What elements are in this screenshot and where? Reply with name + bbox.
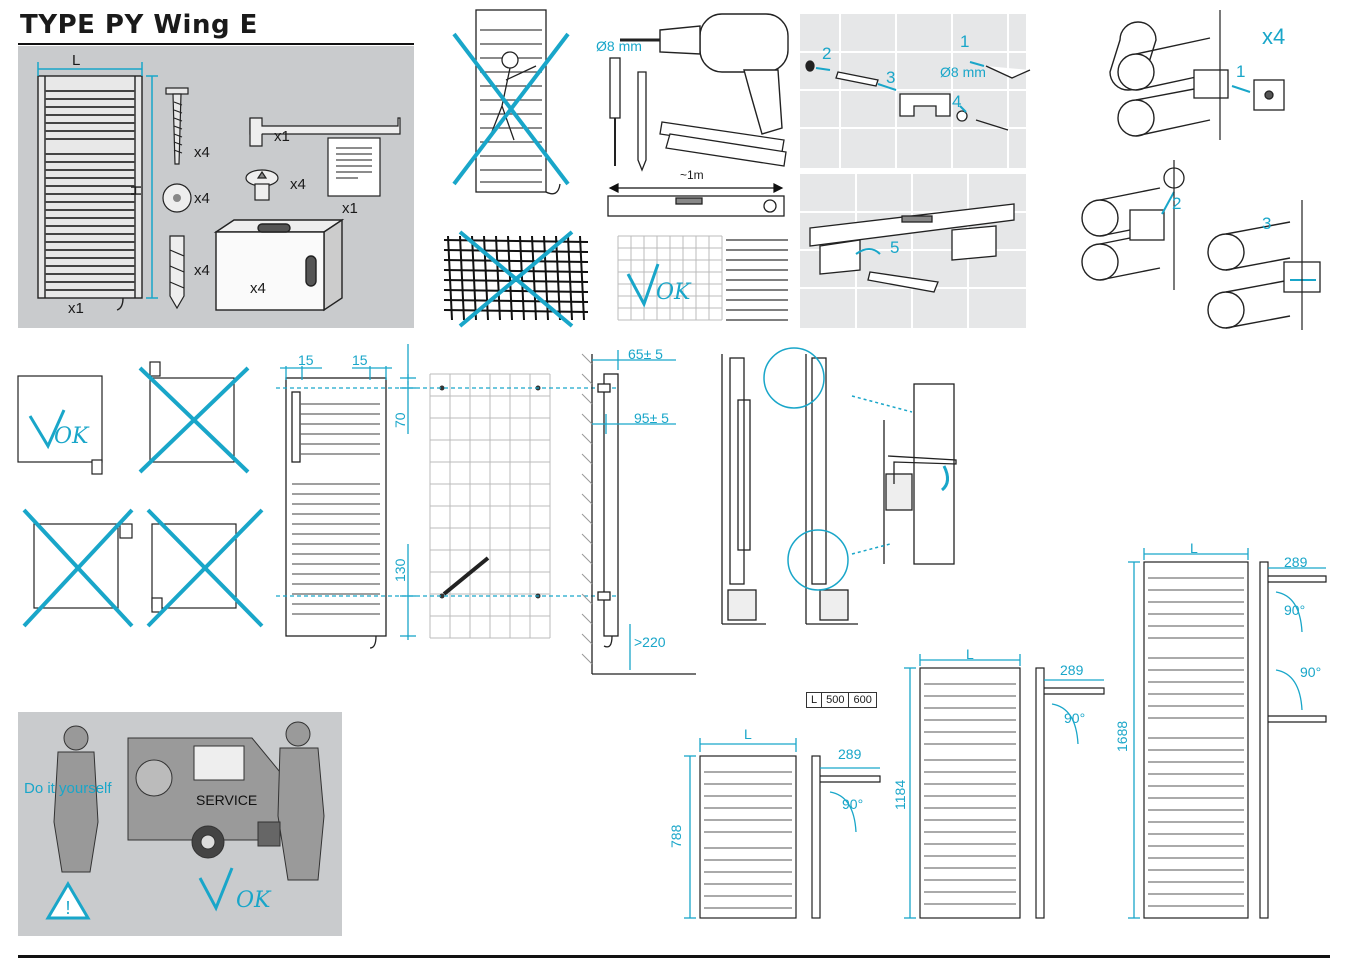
- dim-bottom-offset: 130: [392, 558, 408, 582]
- bracket-block-small-icons: [1129, 69, 1321, 293]
- screwdriver-icon: [609, 57, 621, 166]
- spirit-level-icon: [607, 195, 785, 217]
- model-small: [699, 755, 881, 919]
- mid-depth-label: 289: [1060, 662, 1084, 678]
- dim-l-label: L: [72, 52, 81, 69]
- leveling-drawing: [800, 174, 1026, 328]
- page-title: TYPE PY Wing E: [20, 10, 258, 40]
- radiator-front-view: [285, 377, 387, 649]
- manual-icon: [327, 137, 381, 197]
- orientation-check-drawing: [17, 361, 264, 628]
- wall-plug-icon: [169, 235, 185, 310]
- plug-qty: x4: [194, 262, 210, 279]
- bracket-qty: x4: [250, 280, 266, 297]
- model-sizes-drawing: [684, 548, 1327, 919]
- level-length-label: ~1m: [680, 168, 704, 182]
- washer-qty: x4: [194, 190, 210, 207]
- hanging-detail-drawing: [721, 347, 957, 625]
- service-drawing: !: [45, 721, 325, 920]
- radiator-icon: [37, 75, 143, 311]
- tools-drawing: [607, 13, 789, 217]
- screw-icon: [165, 87, 189, 165]
- bolt-qty: x4: [290, 176, 306, 193]
- drill-icon: [620, 13, 789, 135]
- model-tall: [1143, 561, 1327, 919]
- tall-height-label: 1688: [1114, 720, 1130, 752]
- bolt-icon: [245, 169, 279, 201]
- spec-width-500: 500: [822, 693, 850, 707]
- allen-key-qty: x1: [274, 128, 290, 145]
- mount-step-1: 1: [960, 32, 970, 51]
- bracket-block-icon: [213, 218, 345, 312]
- dim-h-line: [146, 75, 158, 299]
- bracket-qty-label: x4: [1262, 24, 1286, 49]
- mount-bit-label: Ø8 mm: [940, 64, 986, 80]
- service-van-icon: [127, 737, 281, 859]
- bracket-step-1: 1: [1236, 62, 1246, 81]
- diy-label: Do it yourself: [24, 780, 112, 797]
- service-panel: ! Do it yourself SERVICE OK: [18, 712, 342, 936]
- dim-left-offset: 15: [298, 352, 314, 368]
- drill-position-drawing: [276, 344, 696, 675]
- kit-contents-drawing: [37, 62, 401, 312]
- dim-h-label: H: [128, 185, 145, 196]
- tile-wall-ok: [617, 235, 788, 321]
- bracket-assembly-drawing: [1081, 10, 1321, 330]
- mount-step-2: 2: [822, 44, 832, 63]
- small-width-label: L: [744, 726, 752, 742]
- mount-step-4: 4: [952, 92, 962, 111]
- bracket-step-2: 2: [1172, 194, 1182, 213]
- tall-width-label: L: [1190, 540, 1198, 556]
- radiator-qty: x1: [68, 300, 84, 317]
- small-height-label: 788: [668, 824, 684, 848]
- bottom-rule: [18, 955, 1330, 958]
- dim-wall-gap-1: 65± 5: [628, 346, 663, 362]
- dim-right-offset: 15: [352, 352, 368, 368]
- small-depth-label: 289: [838, 746, 862, 762]
- allen-key-icon: [249, 117, 401, 147]
- title-rule: [18, 43, 414, 45]
- tall-angle-label-1: 90°: [1284, 602, 1306, 618]
- folding-rule-icon: [659, 121, 787, 167]
- drill-bit-label: Ø8 mm: [596, 38, 642, 54]
- van-label: SERVICE: [196, 792, 258, 808]
- tile-grid: [429, 373, 551, 639]
- pencil-icon: [637, 71, 647, 172]
- small-angle-label: 90°: [842, 796, 864, 812]
- no-climbing-drawing: [440, 9, 592, 328]
- tall-depth-label: 289: [1284, 554, 1308, 570]
- manual-qty: x1: [342, 200, 358, 217]
- dim-l-line: [37, 62, 143, 76]
- mount-step-5: 5: [890, 238, 900, 257]
- kit-contents-panel: x1 L H x4 x4 x4 x1 x4 x1 x4: [18, 46, 414, 328]
- ok-label-service: OK: [236, 888, 271, 913]
- spec-header: L: [807, 693, 823, 707]
- caution-triangle-icon: !: [45, 881, 91, 920]
- technician-icon: [257, 721, 325, 881]
- tall-angle-label-2: 90°: [1300, 664, 1322, 680]
- mount-step-3: 3: [886, 68, 896, 87]
- dim-wall-gap-2: 95± 5: [634, 410, 669, 426]
- wall-mount-drawing: [800, 14, 1031, 168]
- diy-person-icon: [53, 725, 99, 873]
- radiator-side-view: [581, 353, 696, 675]
- mid-height-label: 1184: [892, 779, 908, 810]
- bracket-step-3: 3: [1262, 214, 1272, 233]
- washer-icon: [162, 183, 192, 213]
- ok-label-orientation: OK: [54, 424, 89, 449]
- tube-icons: [1081, 21, 1291, 329]
- spec-table: L 500 600: [806, 692, 877, 708]
- wall-mount-panel: [800, 14, 1031, 168]
- dim-floor-clearance: >220: [634, 634, 666, 650]
- ok-label-tile: OK: [656, 280, 691, 305]
- mid-width-label: L: [966, 646, 974, 662]
- screw-qty: x4: [194, 144, 210, 161]
- mid-angle-label: 90°: [1064, 710, 1086, 726]
- svg-text:!: !: [65, 898, 70, 918]
- spec-width-600: 600: [853, 694, 872, 706]
- dim-top-offset: 70: [392, 412, 408, 428]
- model-mid: [919, 667, 1105, 919]
- leveling-panel: [800, 174, 1026, 328]
